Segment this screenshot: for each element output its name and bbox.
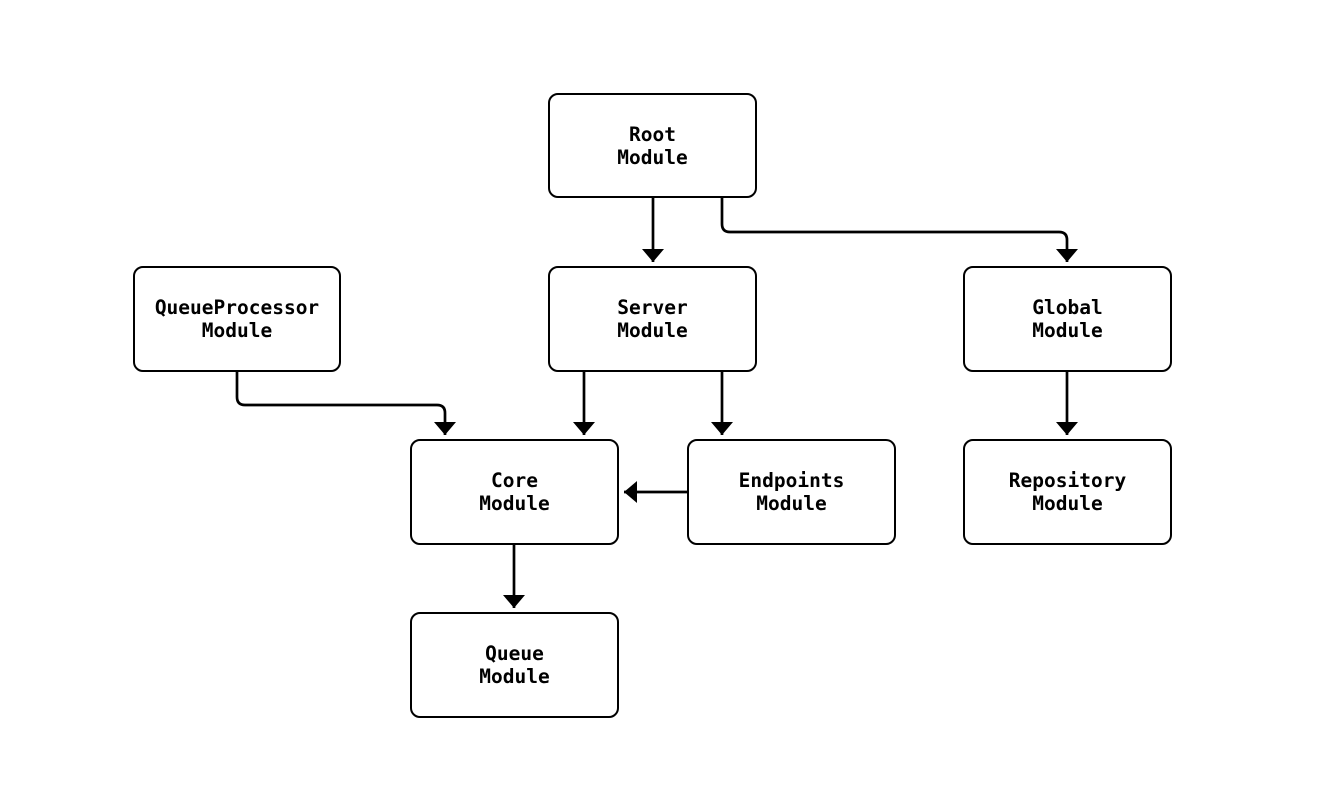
node-global-module-label: Global Module	[1032, 296, 1103, 342]
node-endpoints-module-label: Endpoints Module	[738, 469, 845, 515]
node-root-module: Root Module	[548, 93, 757, 198]
edge-queueprocessor-to-core	[235, 372, 456, 435]
node-global-module: Global Module	[963, 266, 1172, 372]
node-endpoints-module: Endpoints Module	[687, 439, 896, 545]
node-core-module-label: Core Module	[479, 469, 550, 515]
node-queueprocessor-module: QueueProcessor Module	[133, 266, 341, 372]
node-repository-module-label: Repository Module	[1008, 469, 1127, 515]
node-root-module-label: Root Module	[617, 122, 688, 169]
node-server-module: Server Module	[548, 266, 757, 372]
edge-root-to-global	[720, 198, 1078, 262]
node-queueprocessor-module-label: QueueProcessor Module	[154, 296, 320, 342]
node-repository-module: Repository Module	[963, 439, 1172, 545]
node-core-module: Core Module	[410, 439, 619, 545]
node-server-module-label: Server Module	[617, 296, 688, 342]
node-queue-module: Queue Module	[410, 612, 619, 718]
node-queue-module-label: Queue Module	[479, 642, 550, 688]
